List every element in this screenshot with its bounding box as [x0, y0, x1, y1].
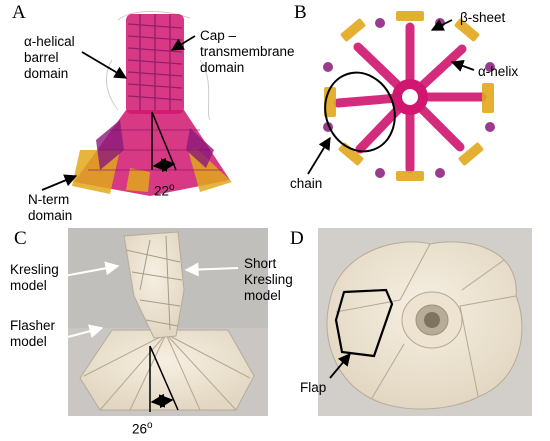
label-short-line1: Short [244, 256, 277, 271]
arrow-kresling [63, 261, 120, 277]
panel-c-photo [68, 228, 268, 416]
panel-letter-a: A [12, 2, 26, 23]
angle-c-value: 26 [132, 421, 148, 437]
flap-outline [334, 288, 394, 358]
label-beta-sheet: β-sheet [460, 10, 506, 25]
arrow-barrel [81, 51, 128, 79]
label-alpha-barrel-line1: α-helical [24, 34, 75, 49]
arrow-short-kresling [184, 262, 239, 277]
label-kresling-line2: model [10, 278, 47, 293]
angle-c-unit: o [147, 420, 153, 431]
label-flap: Flap [300, 380, 327, 395]
panel-a-structure [72, 10, 232, 196]
label-short-line3: model [244, 288, 281, 303]
flasher-fan [79, 329, 255, 411]
panel-letter-b: B [294, 2, 307, 23]
panel-letter-c: C [14, 228, 27, 249]
label-nterm-line2: domain [28, 208, 73, 223]
label-nterm-line1: N-term [28, 192, 70, 207]
label-cap-line3: domain [200, 60, 245, 75]
label-flasher-line1: Flasher [10, 318, 56, 333]
panel-letter-d: D [290, 228, 304, 249]
angle-a-unit: o [169, 182, 175, 193]
arrow-chain [307, 136, 331, 175]
panel-d-photo [318, 228, 532, 416]
label-short-line2: Kresling [244, 272, 293, 287]
arrow-nterm [41, 174, 78, 191]
angle-a-arc [152, 157, 176, 173]
arrow-cap [170, 35, 196, 51]
panel-b-structure [323, 11, 495, 181]
arrow-flap [329, 353, 351, 379]
chain-outline [324, 71, 396, 153]
label-alpha-barrel-line3: domain [24, 66, 69, 81]
arrow-alpha [450, 59, 475, 72]
angle-a-value: 22 [154, 183, 170, 199]
label-cap-line2: transmembrane [200, 44, 295, 59]
label-chain: chain [290, 176, 323, 191]
label-cap-line1: Cap – [200, 28, 237, 43]
label-alpha-helix: α-helix [478, 64, 519, 79]
label-angle-a: 22o [154, 180, 175, 200]
label-alpha-barrel-line2: barrel [24, 50, 59, 65]
arrow-flasher [63, 324, 104, 339]
label-angle-c: 26o [132, 418, 153, 438]
label-kresling-line1: Kresling [10, 262, 59, 277]
label-flasher-line2: model [10, 334, 47, 349]
arrow-beta [430, 19, 453, 31]
angle-c-arc [150, 393, 174, 409]
